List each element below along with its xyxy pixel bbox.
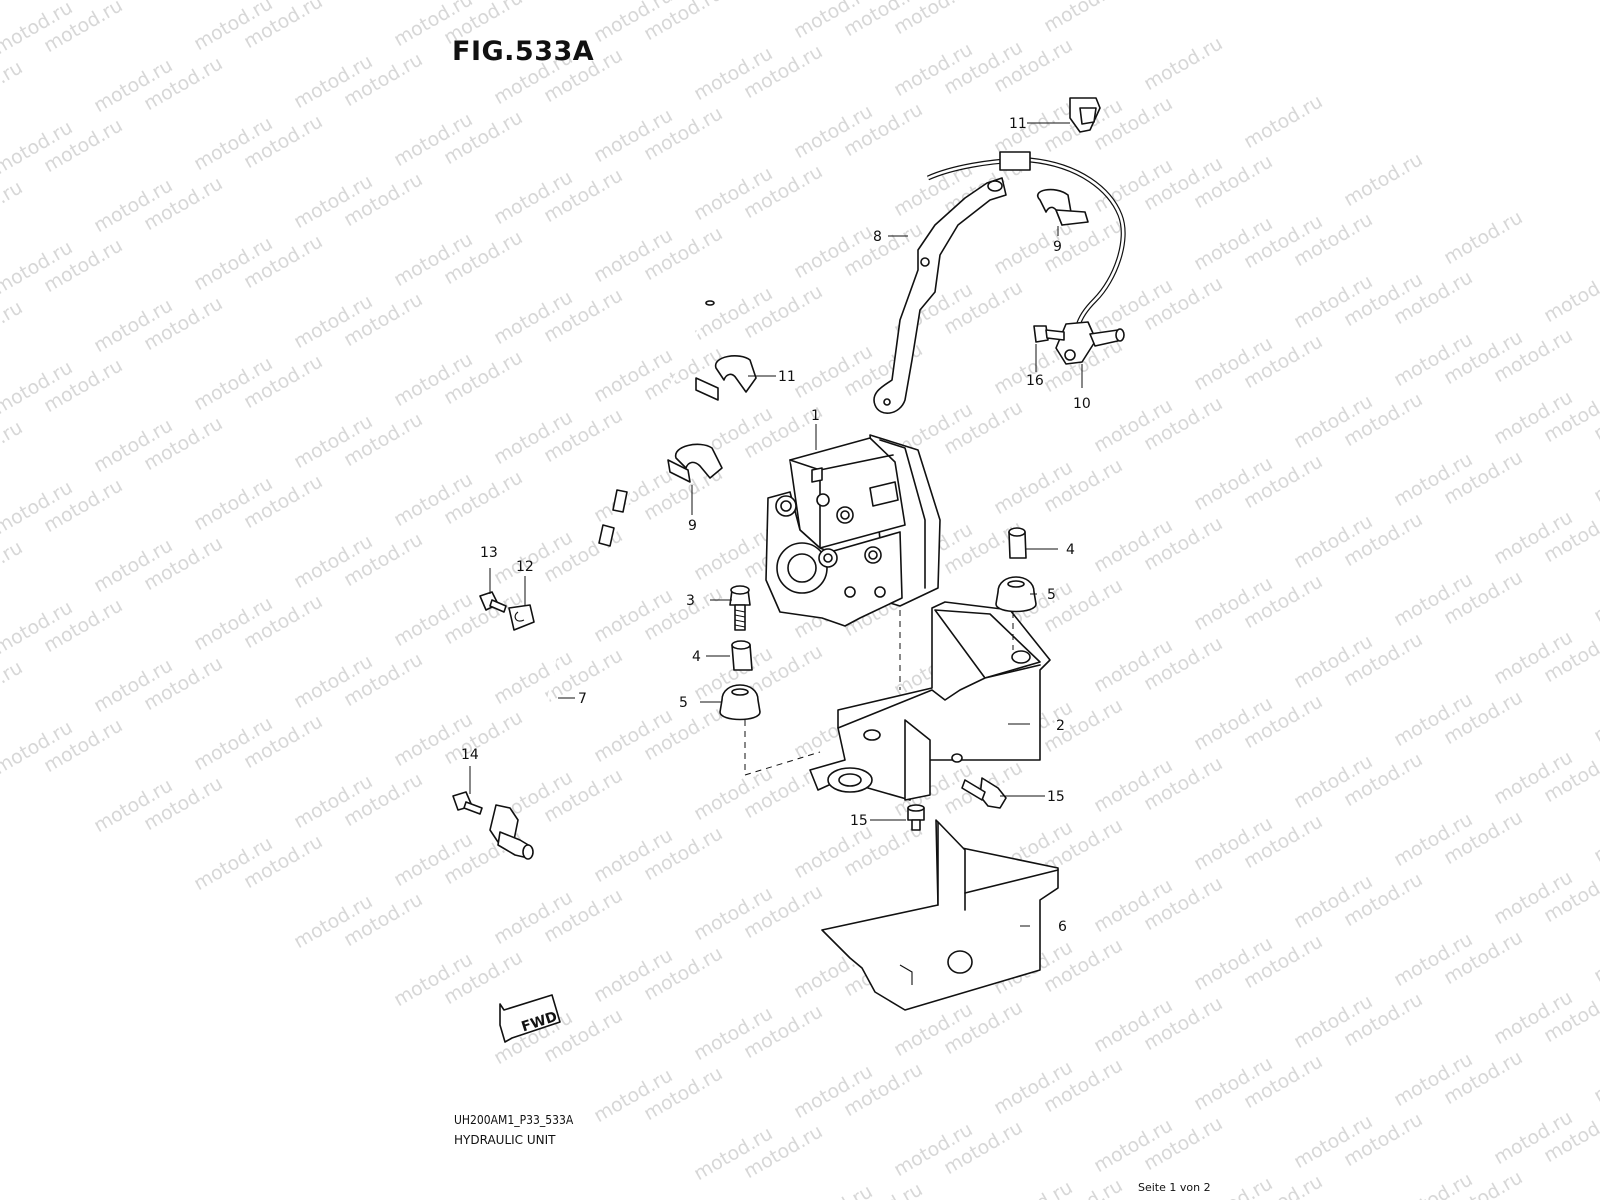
part-clamp-11-rear bbox=[1069, 97, 1101, 133]
diagram-description: HYDRAULIC UNIT bbox=[454, 1133, 556, 1147]
part-bolt-14 bbox=[452, 791, 483, 815]
part-bolt-16 bbox=[1033, 325, 1065, 343]
part-collar-4-right bbox=[1008, 527, 1027, 559]
part-grommet-5-right bbox=[995, 576, 1037, 613]
callout-5-left: 5 bbox=[679, 695, 688, 711]
callout-15-right: 15 bbox=[1047, 789, 1065, 805]
callout-11-front: 11 bbox=[778, 369, 796, 385]
part-bolt-3 bbox=[729, 585, 751, 631]
part-rear-sensor-10 bbox=[926, 151, 1126, 365]
part-clamp-9-front bbox=[667, 443, 723, 483]
part-clip-12 bbox=[508, 604, 535, 631]
callout-3: 3 bbox=[686, 593, 695, 609]
callout-7: 7 bbox=[578, 691, 587, 707]
leader-lines bbox=[469, 122, 1083, 927]
part-sensor-bracket-8 bbox=[873, 177, 1007, 414]
callout-numbers: 1 2 3 4 4 5 5 6 7 8 9 9 10 11 11 12 13 1… bbox=[461, 116, 1091, 935]
callout-1: 1 bbox=[811, 408, 820, 424]
callout-4-left: 4 bbox=[692, 649, 701, 665]
callout-13: 13 bbox=[480, 545, 498, 561]
callout-15-bottom: 15 bbox=[850, 813, 868, 829]
part-grommet-5-left bbox=[719, 684, 761, 721]
callout-10: 10 bbox=[1073, 396, 1091, 412]
callout-9-front: 9 bbox=[688, 518, 697, 534]
callout-6: 6 bbox=[1058, 919, 1067, 935]
part-clamp-11-front bbox=[695, 355, 757, 401]
figure-title: FIG.533A bbox=[452, 36, 595, 67]
diagram-code: UH200AM1_P33_533A bbox=[454, 1113, 574, 1127]
part-collar-4-left bbox=[731, 640, 753, 671]
callout-4-right: 4 bbox=[1066, 542, 1075, 558]
callout-5-right: 5 bbox=[1047, 587, 1056, 603]
callout-2: 2 bbox=[1056, 718, 1065, 734]
part-bracket-2 bbox=[809, 601, 1051, 801]
part-bolt-15-right bbox=[961, 777, 1007, 809]
part-hydraulic-unit-1 bbox=[765, 434, 941, 627]
callout-8: 8 bbox=[873, 229, 882, 245]
part-screw-13 bbox=[479, 591, 507, 613]
part-clamp-9-rear bbox=[1036, 188, 1089, 226]
callout-16: 16 bbox=[1026, 373, 1044, 389]
part-front-sensor-7 bbox=[489, 300, 715, 860]
callout-12: 12 bbox=[516, 559, 534, 575]
fwd-arrow-icon: FWD bbox=[499, 994, 561, 1043]
callout-9-rear: 9 bbox=[1053, 239, 1062, 255]
part-cover-6 bbox=[821, 819, 1059, 1011]
callout-11-rear: 11 bbox=[1009, 116, 1027, 132]
part-bolt-15-bottom bbox=[907, 804, 925, 831]
callout-14: 14 bbox=[461, 747, 479, 763]
page-indicator: Seite 1 von 2 bbox=[1138, 1181, 1211, 1194]
